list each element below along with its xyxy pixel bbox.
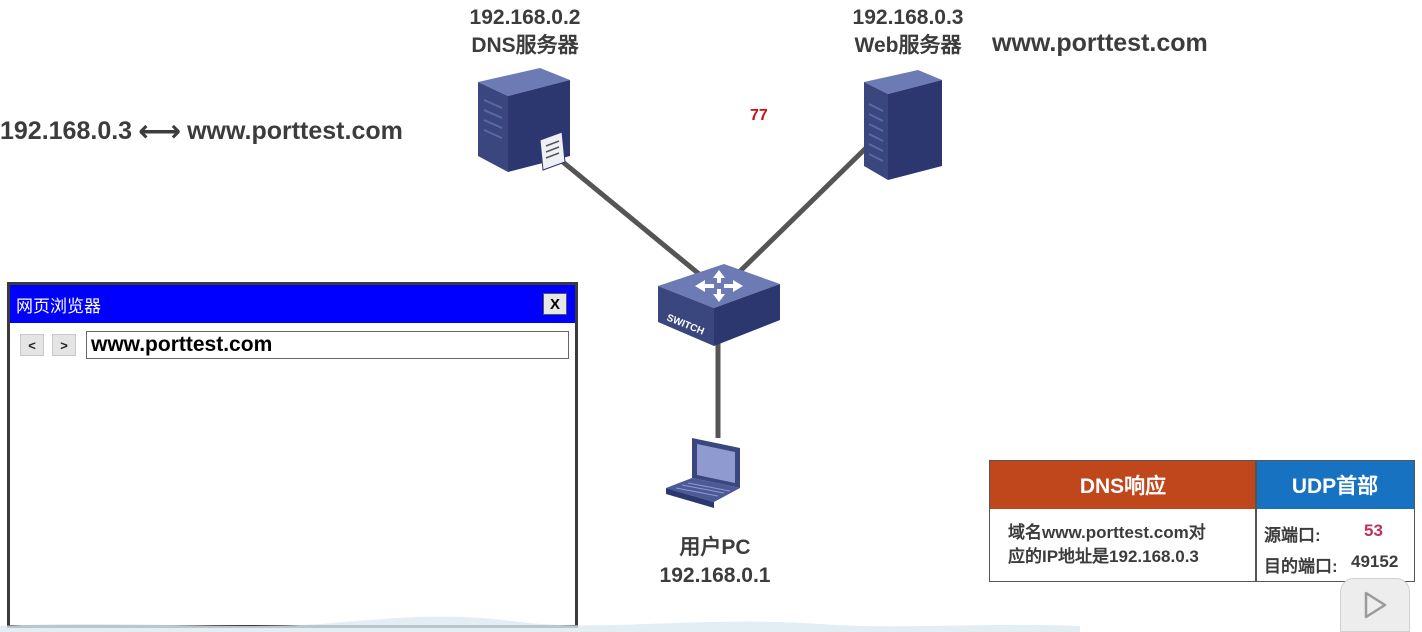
laptop-icon [666, 438, 740, 508]
dst-port-label: 目的端口: [1264, 557, 1338, 576]
src-port-value: 53 [1364, 521, 1383, 540]
dst-port-value: 49152 [1351, 552, 1399, 571]
dns-mapping: 192.168.0.3 ⟷ www.porttest.com [0, 114, 403, 148]
web-server-name: Web服务器 [854, 34, 962, 57]
udp-header-title: UDP首部 [1256, 461, 1414, 509]
dns-server-name: DNS服务器 [471, 34, 579, 57]
client-ip: 192.168.0.1 [659, 564, 771, 587]
client-label: 用户PC 192.168.0.1 [640, 534, 790, 590]
web-server-ip: 192.168.0.3 [852, 6, 964, 29]
browser-window: 网页浏览器 X < > www.porttest.com [7, 282, 578, 628]
mapping-domain: www.porttest.com [187, 117, 403, 145]
dns-server-label: 192.168.0.2 DNS服务器 [445, 4, 605, 60]
browser-nav-row: < > www.porttest.com [16, 331, 569, 359]
packet-divider [1255, 461, 1257, 581]
play-button[interactable] [1340, 578, 1410, 632]
address-bar[interactable]: www.porttest.com [86, 331, 569, 359]
dns-response-body: 域名www.porttest.com对 应的IP地址是192.168.0.3 [990, 509, 1256, 581]
dns-response-header: DNS响应 [990, 461, 1256, 509]
link-web-switch [726, 146, 868, 285]
web-server-icon [864, 70, 942, 180]
browser-titlebar: 网页浏览器 X [10, 285, 575, 323]
client-name: 用户PC [679, 536, 751, 559]
dns-body-line2: 应的IP地址是192.168.0.3 [1008, 547, 1199, 566]
close-button[interactable]: X [543, 293, 567, 315]
double-arrow-icon: ⟷ [138, 114, 182, 148]
dns-server-icon [478, 68, 570, 172]
back-button[interactable]: < [20, 334, 44, 356]
decorative-wave [0, 616, 1080, 632]
forward-button[interactable]: > [52, 334, 76, 356]
step-counter: 77 [750, 107, 768, 124]
dns-server-ip: 192.168.0.2 [469, 6, 581, 29]
dns-body-line1: 域名www.porttest.com对 [1008, 523, 1206, 542]
packet-table: DNS响应 UDP首部 域名www.porttest.com对 应的IP地址是1… [989, 460, 1415, 582]
switch-icon: SWITCH [658, 264, 780, 346]
play-icon [1364, 591, 1387, 619]
browser-title: 网页浏览器 [16, 296, 101, 316]
link-dns-switch [556, 156, 712, 285]
src-port-label: 源端口: [1264, 526, 1321, 545]
mapping-ip: 192.168.0.3 [0, 117, 133, 145]
web-server-domain: www.porttest.com [992, 29, 1208, 57]
web-server-label: 192.168.0.3 Web服务器 [828, 4, 988, 60]
